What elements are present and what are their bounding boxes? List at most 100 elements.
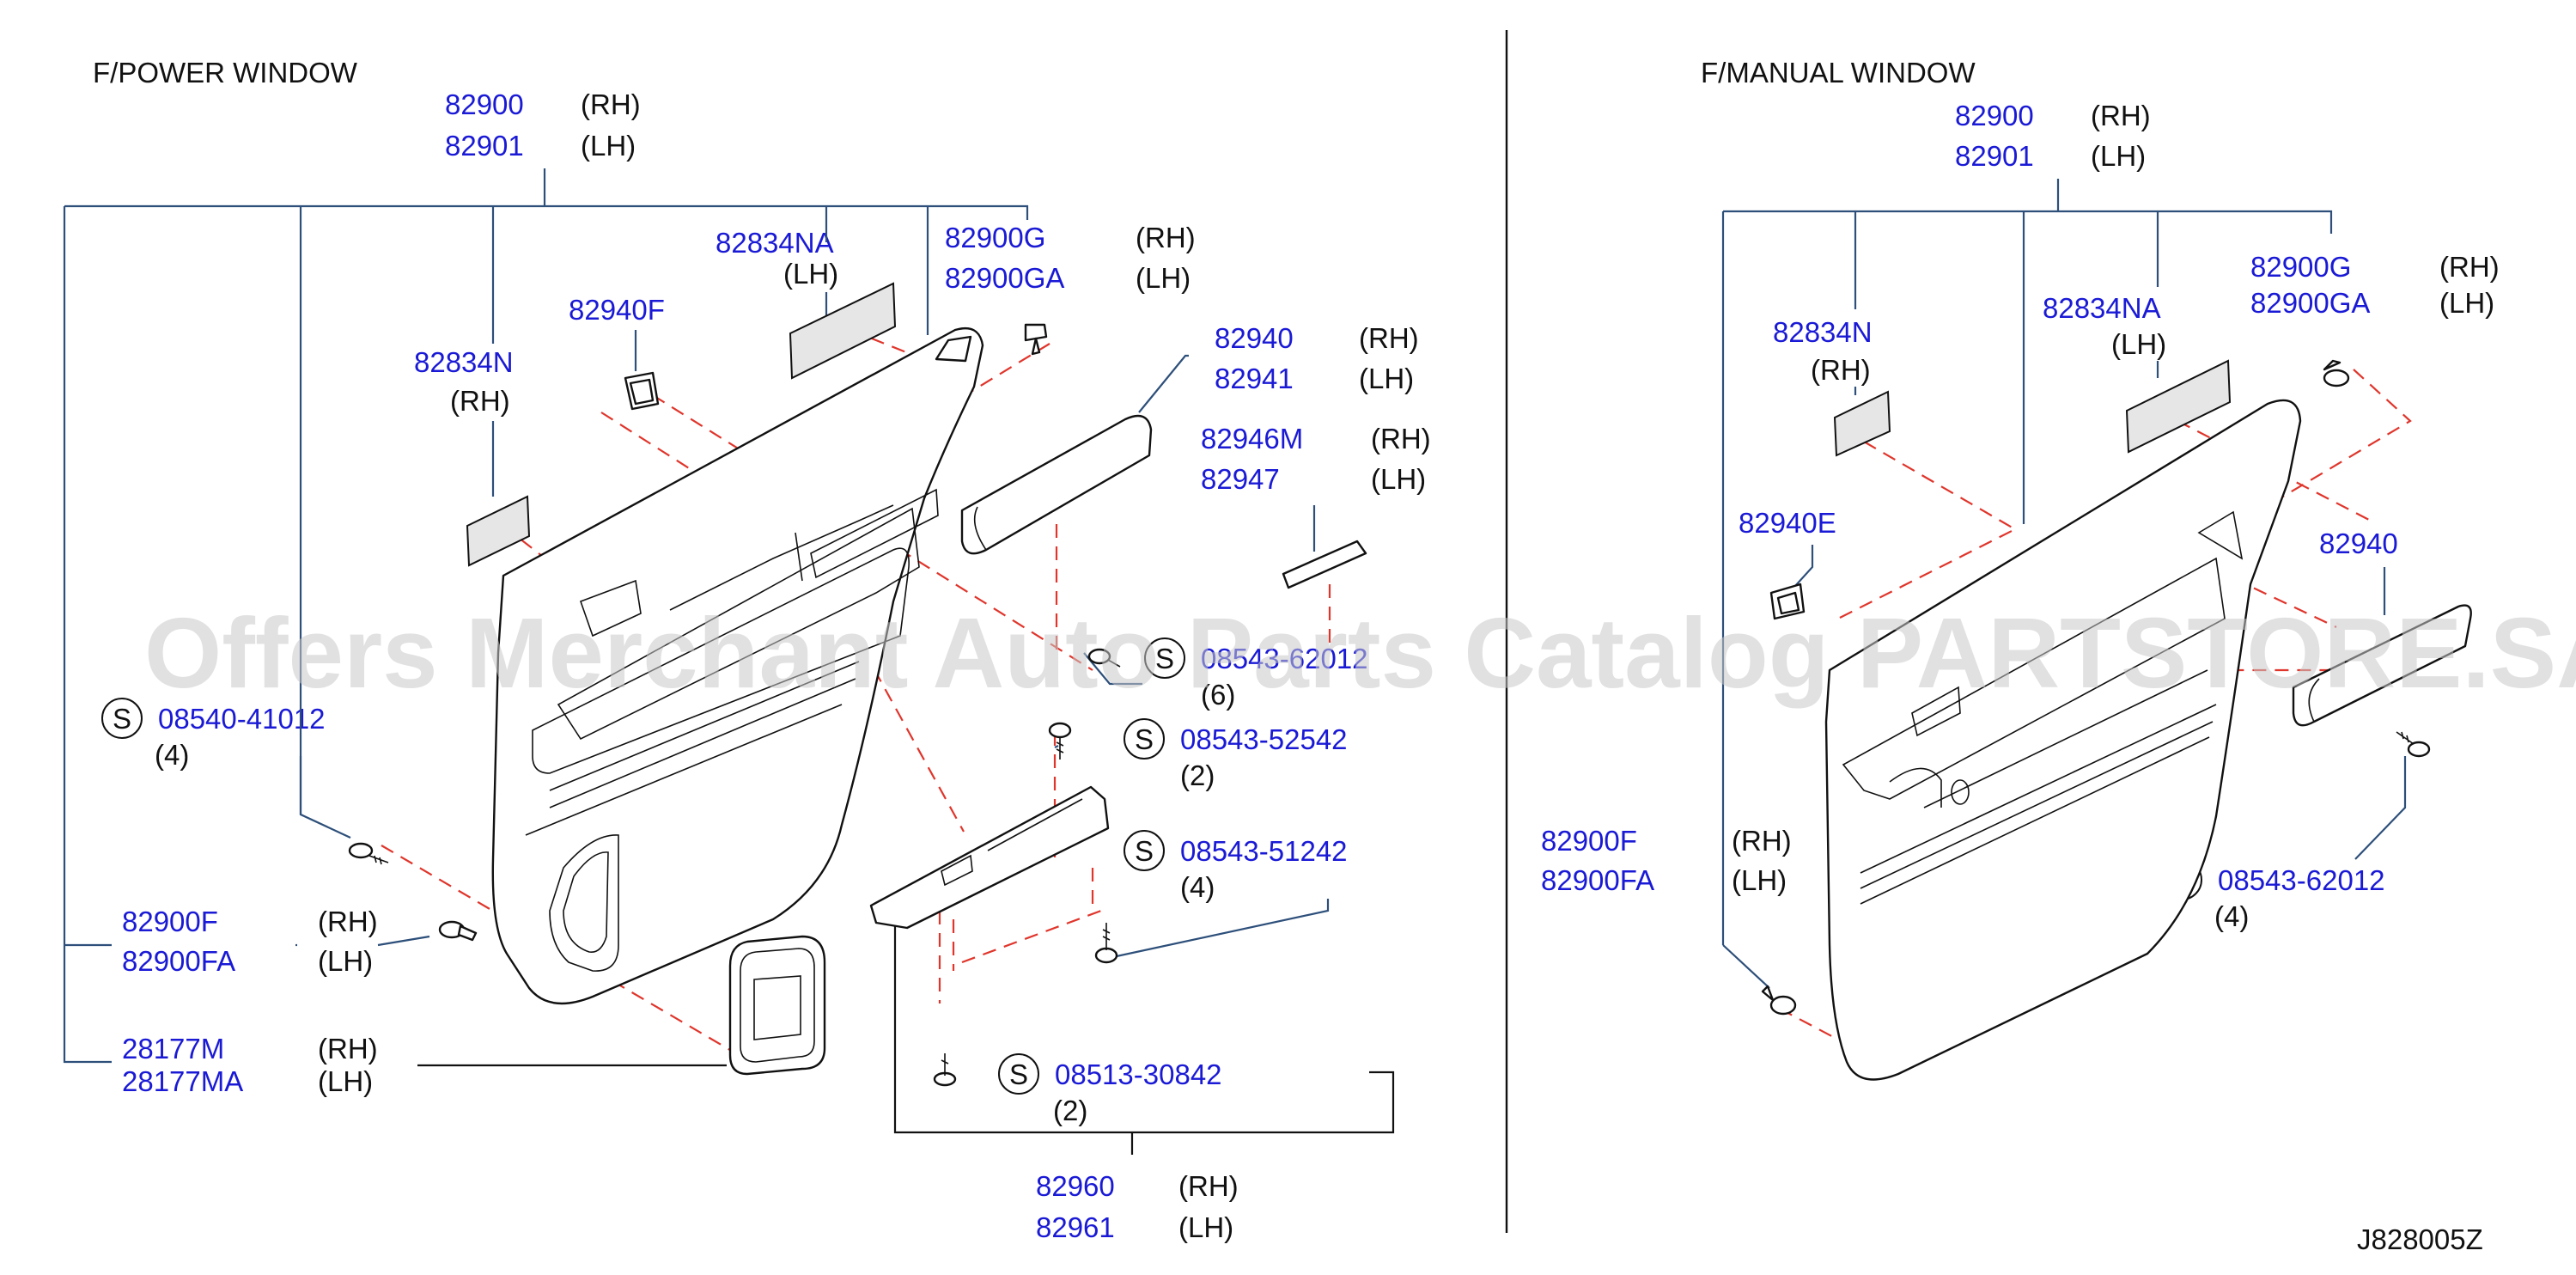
- side-label: (RH): [1371, 423, 1431, 454]
- part-number-82960[interactable]: 82960: [1036, 1170, 1115, 1202]
- pull-handle-82940: [2292, 604, 2472, 727]
- side-label: (RH): [2439, 251, 2500, 283]
- standard-part-symbol-letter: S: [1135, 723, 1154, 755]
- quantity-label: (4): [2214, 900, 2249, 932]
- cover-82946M: [1282, 540, 1367, 589]
- side-label: (RH): [1178, 1170, 1239, 1202]
- standard-part-symbol: [101, 698, 143, 739]
- screw-icons-manual: [1761, 359, 2431, 1016]
- side-label: (LH): [2091, 140, 2146, 172]
- standard-part-symbol-letter: S: [1135, 835, 1154, 867]
- standard-part-symbol: [998, 1053, 1039, 1095]
- door-trim-panel-power: [491, 326, 984, 1005]
- part-number-82834N[interactable]: 82834N: [414, 346, 514, 378]
- part-number-82940[interactable]: 82940: [2319, 528, 2398, 559]
- part-number-08543-52542[interactable]: 08543-52542: [1180, 723, 1348, 755]
- screw-icon: [1087, 648, 1121, 668]
- screw-icons-power: [348, 323, 1121, 1087]
- leader-lines-power: [63, 168, 1395, 1155]
- part-number-82900GA[interactable]: 82900GA: [2250, 287, 2370, 319]
- screw-icon: [2396, 731, 2431, 758]
- felt-pad-82834NA: [789, 282, 897, 380]
- part-number-82900FA[interactable]: 82900FA: [122, 945, 235, 977]
- part-number-82900G[interactable]: 82900G: [2250, 251, 2351, 283]
- standard-part-symbol: [1124, 718, 1165, 760]
- diagram-code: J828005Z: [2357, 1223, 2483, 1255]
- side-label: (RH): [450, 385, 510, 417]
- side-label: (RH): [1359, 322, 1419, 354]
- part-number-28177M[interactable]: 28177M: [122, 1033, 224, 1065]
- part-number-82900G[interactable]: 82900G: [945, 222, 1045, 253]
- clip-icon: [1761, 985, 1797, 1016]
- clip-82940F: [624, 371, 660, 411]
- part-number-28177MA[interactable]: 28177MA: [122, 1065, 243, 1097]
- door-trim-panel-manual: [1824, 399, 2302, 1081]
- armrest-82940: [960, 414, 1153, 555]
- standard-part-symbol: [1144, 638, 1185, 679]
- clip-icon: [2323, 359, 2350, 387]
- part-number-82834NA[interactable]: 82834NA: [2043, 292, 2161, 324]
- side-label: (LH): [1359, 363, 1414, 394]
- part-number-82900GA[interactable]: 82900GA: [945, 262, 1064, 294]
- heading-manual-window: F/MANUAL WINDOW: [1701, 57, 1976, 88]
- screw-icon: [933, 1053, 957, 1087]
- part-number-82946M[interactable]: 82946M: [1201, 423, 1303, 454]
- side-label: (LH): [1371, 463, 1426, 495]
- leader-lines-manual: [1721, 179, 2407, 989]
- screw-icon: [348, 842, 389, 865]
- part-number-82961[interactable]: 82961: [1036, 1211, 1115, 1243]
- clip-icon: [438, 920, 478, 942]
- side-label: (LH): [783, 258, 838, 290]
- side-label: (LH): [2111, 328, 2166, 360]
- part-number-08543-62012[interactable]: 08543-62012: [1201, 643, 1368, 674]
- quantity-label: (2): [1180, 760, 1215, 791]
- part-number-82834NA[interactable]: 82834NA: [716, 227, 834, 259]
- part-number-82900F[interactable]: 82900F: [1541, 825, 1637, 857]
- standard-part-symbol: [1124, 830, 1165, 871]
- side-label: (LH): [318, 945, 373, 977]
- side-label: (RH): [581, 88, 641, 120]
- part-number-82834N[interactable]: 82834N: [1773, 316, 1873, 348]
- panel-corner: [935, 335, 972, 363]
- part-number-82940F[interactable]: 82940F: [569, 294, 665, 326]
- part-number-08540-41012[interactable]: 08540-41012: [158, 703, 326, 735]
- felt-pad-82834N: [466, 495, 531, 567]
- part-number-08513-30842[interactable]: 08513-30842: [1055, 1058, 1222, 1090]
- part-number-82900[interactable]: 82900: [1955, 100, 2034, 131]
- part-number-82900FA[interactable]: 82900FA: [1541, 864, 1654, 896]
- watermark-text: Offers Merchant Auto Parts Catalog PARTS…: [144, 597, 2576, 709]
- screw-icon: [1094, 923, 1118, 964]
- side-label: (RH): [318, 1033, 378, 1065]
- heading-power-window: F/POWER WINDOW: [93, 57, 358, 88]
- speaker-grille-28177M: [728, 935, 826, 1076]
- standard-part-symbol-letter: S: [1155, 643, 1174, 674]
- part-number-82900F[interactable]: 82900F: [122, 906, 218, 937]
- part-number-82901[interactable]: 82901: [445, 130, 524, 162]
- quantity-label: (6): [1201, 679, 1235, 711]
- part-number-08543-62012[interactable]: 08543-62012: [2218, 864, 2385, 896]
- quantity-label: (4): [155, 739, 189, 771]
- screw-icon: [1048, 722, 1072, 760]
- part-number-82947[interactable]: 82947: [1201, 463, 1280, 495]
- part-number-82940[interactable]: 82940: [1215, 322, 1294, 354]
- side-label: (RH): [1136, 222, 1196, 253]
- side-label: (RH): [1732, 825, 1792, 857]
- felt-pad-82834NA: [2125, 359, 2232, 454]
- switch-finisher-82960: [869, 785, 1110, 930]
- side-label: (LH): [2439, 287, 2494, 319]
- part-number-82941[interactable]: 82941: [1215, 363, 1294, 394]
- side-label: (LH): [1178, 1211, 1233, 1243]
- side-label: (RH): [1811, 354, 1871, 386]
- side-label: (LH): [318, 1065, 373, 1097]
- quantity-label: (2): [1053, 1095, 1087, 1126]
- side-label: (LH): [1136, 262, 1191, 294]
- part-number-82901[interactable]: 82901: [1955, 140, 2034, 172]
- side-label: (RH): [2091, 100, 2151, 131]
- side-label: (LH): [581, 130, 636, 162]
- part-number-82940E[interactable]: 82940E: [1739, 507, 1836, 539]
- quantity-label: (4): [1180, 871, 1215, 903]
- part-number-82900[interactable]: 82900: [445, 88, 524, 120]
- standard-part-symbol-letter: S: [113, 703, 131, 735]
- part-number-08543-51242[interactable]: 08543-51242: [1180, 835, 1348, 867]
